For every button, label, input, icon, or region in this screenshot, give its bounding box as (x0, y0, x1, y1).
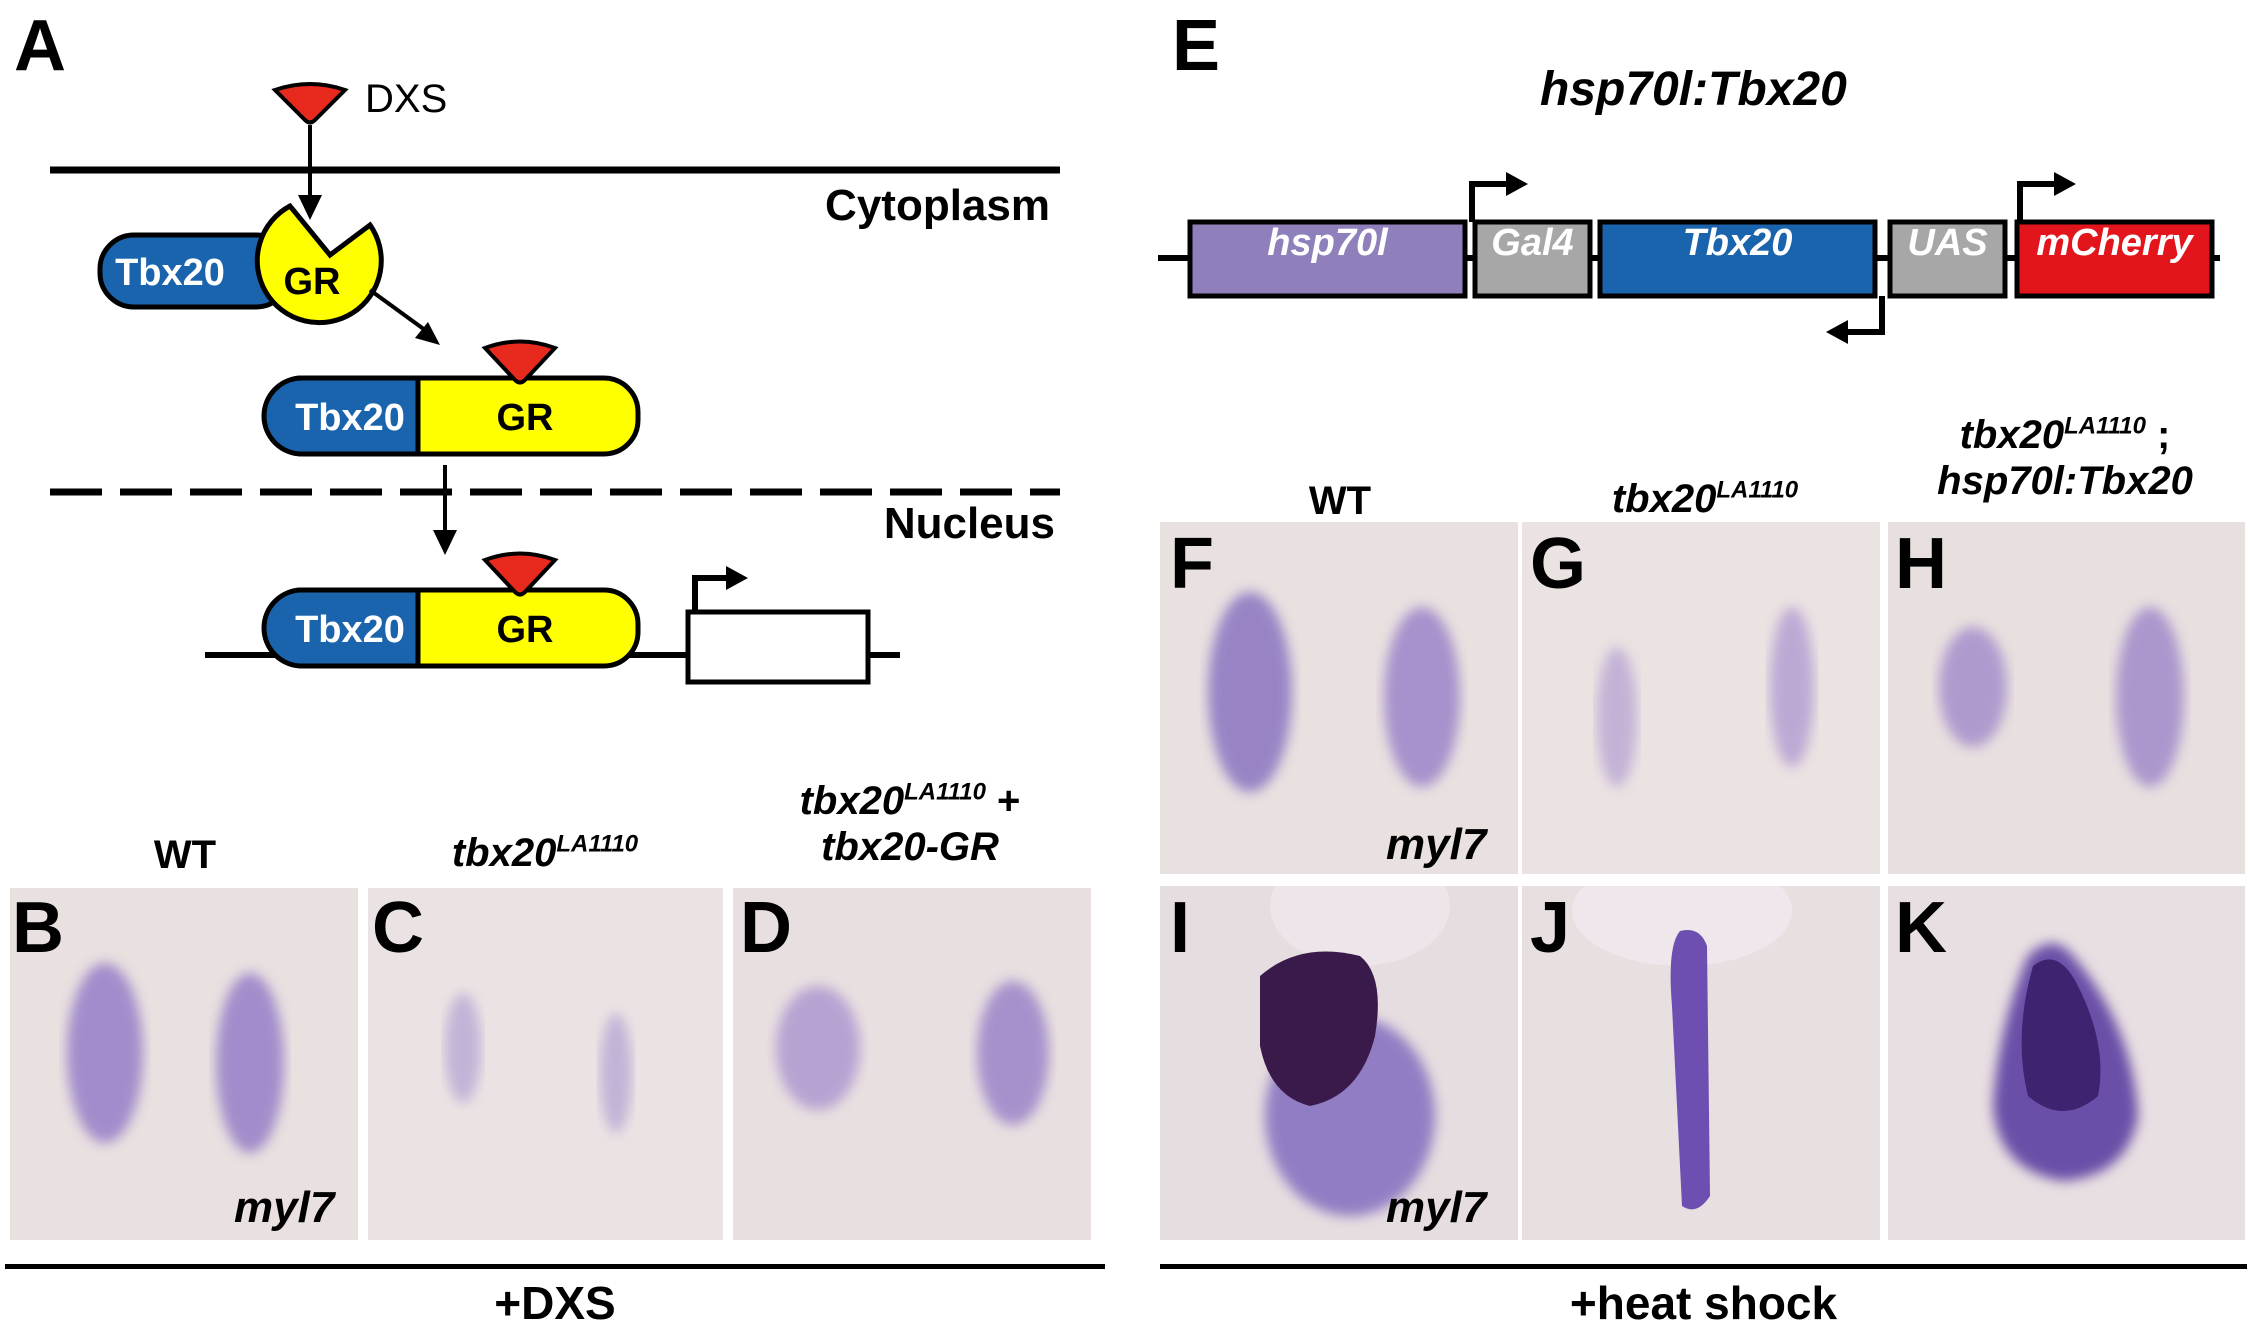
embryo-panel-f (1160, 522, 1518, 874)
panel-label-a: A (14, 6, 66, 86)
gene-label-i: myl7 (1386, 1183, 1487, 1232)
panel-label-j: J (1530, 888, 1571, 968)
tbx20-label-2: Tbx20 (295, 397, 405, 439)
nucleus-label: Nucleus (884, 499, 1055, 548)
dxs-ligand-icon (271, 82, 349, 125)
panel-label-d: D (740, 888, 792, 968)
heat-shock-condition-label: +heat shock (1569, 1277, 1838, 1329)
tbx20-label-1: Tbx20 (115, 252, 225, 294)
gr-label-2: GR (497, 397, 554, 439)
embryo-panel-i (1160, 886, 1518, 1240)
embryo-panel-g (1522, 522, 1880, 874)
tbx20-label-3: Tbx20 (295, 609, 405, 651)
gene-label-f: myl7 (1386, 820, 1487, 869)
gene-label-b: myl7 (234, 1183, 335, 1232)
embryo-panel-b (10, 888, 358, 1240)
panel-a-diagram: DXS Cytoplasm Tbx20 GR Tbx20 GR Nucleus … (50, 77, 1060, 685)
segment-tbx20: Tbx20 (1682, 222, 1793, 264)
panel-label-h: H (1895, 524, 1947, 604)
dxs-condition-label: +DXS (494, 1277, 616, 1329)
segment-gal4: Gal4 (1491, 222, 1574, 264)
panel-label-g: G (1530, 524, 1587, 604)
embryo-panel-j (1522, 886, 1880, 1240)
segment-mcherry: mCherry (2036, 222, 2193, 264)
panel-label-b: B (12, 888, 64, 968)
dxs-label: DXS (365, 77, 447, 121)
header-mutant-dxs: tbx20LA1110 (451, 830, 639, 875)
embryo-panel-h (1888, 522, 2245, 874)
header-rescue-hs: tbx20LA1110 ; hsp70l:Tbx20 (1937, 412, 2193, 503)
embryo-panel-d (733, 888, 1091, 1240)
panel-label-e: E (1172, 6, 1221, 86)
gr-label-1: GR (284, 261, 341, 303)
heat-shock-condition-line (1160, 1264, 2247, 1269)
panel-label-c: C (372, 888, 424, 968)
dxs-condition-line (5, 1264, 1105, 1269)
panel-label-f: F (1170, 524, 1214, 604)
embryo-panel-k (1888, 886, 2245, 1240)
header-mutant-hs: tbx20LA1110 (1611, 476, 1799, 521)
panel-label-k: K (1895, 888, 1947, 968)
cytoplasm-label: Cytoplasm (825, 181, 1050, 230)
segment-hsp70l: hsp70l (1267, 222, 1388, 264)
header-wt-dxs: WT (153, 833, 217, 877)
embryo-panel-c (368, 888, 723, 1240)
header-rescue-dxs: tbx20LA1110 + tbx20-GR (799, 778, 1021, 869)
gr-label-3: GR (497, 609, 554, 651)
construct-title: hsp70l:Tbx20 (1540, 63, 1847, 116)
construct-diagram (1158, 172, 2220, 344)
header-wt-hs: WT (1308, 479, 1372, 523)
segment-uas: UAS (1907, 222, 1988, 264)
panel-label-i: I (1170, 888, 1191, 968)
